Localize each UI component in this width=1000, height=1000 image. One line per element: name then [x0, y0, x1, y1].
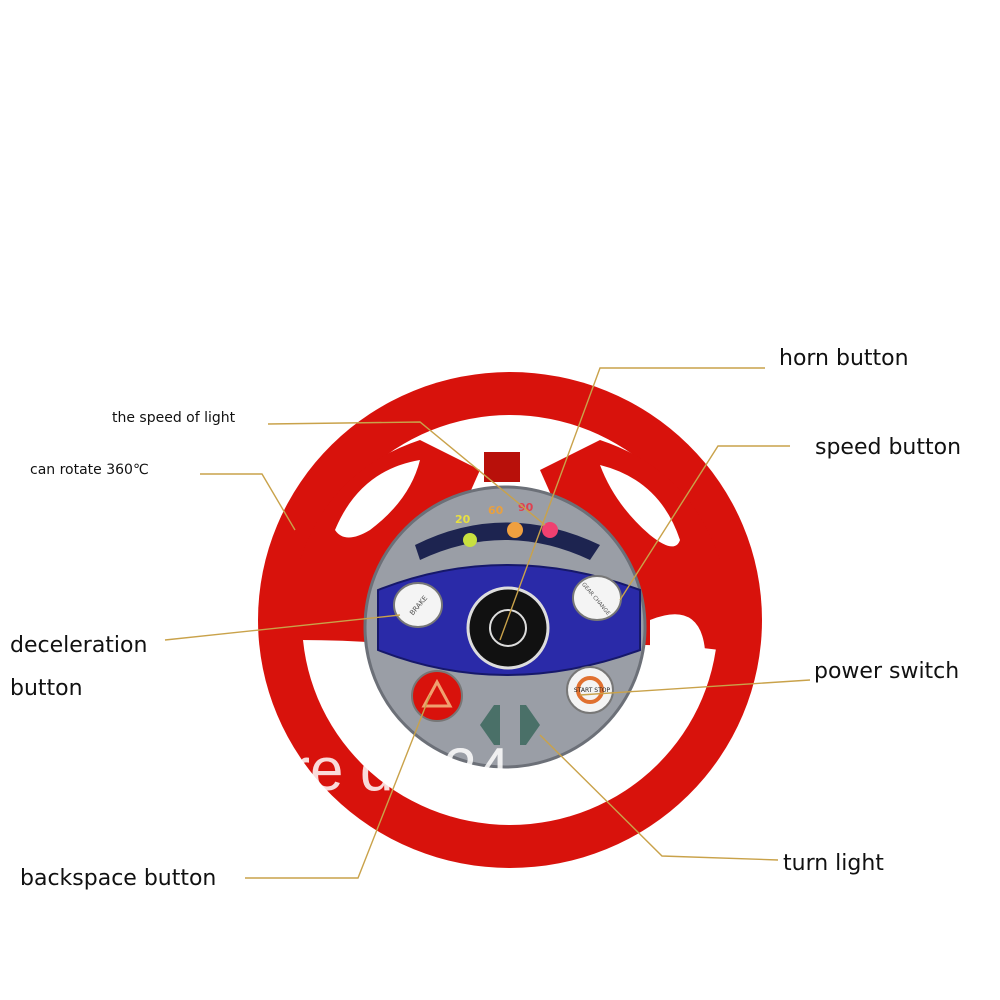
- label-rotate: can rotate 360℃: [30, 462, 149, 478]
- turn-right-button[interactable]: [520, 705, 540, 745]
- brake-button[interactable]: BRAKE: [393, 582, 443, 628]
- label-turn-light: turn light: [783, 851, 884, 876]
- speed-mark-90: 90: [518, 501, 534, 514]
- power-switch-label: START STOP: [574, 687, 611, 694]
- speed-mark-20: 20: [455, 513, 471, 526]
- speed-mark-60: 60: [488, 504, 504, 517]
- label-speed-button: speed button: [815, 435, 962, 460]
- label-backspace-button: backspace button: [20, 866, 217, 891]
- steering-wheel: [258, 372, 762, 868]
- label-power-switch: power switch: [814, 659, 960, 684]
- top-marker: [484, 452, 520, 482]
- label-speed-of-light: the speed of light: [112, 410, 236, 426]
- turn-left-button[interactable]: [480, 705, 500, 745]
- horn-button[interactable]: [466, 586, 550, 670]
- warning-triangle-icon: [421, 678, 453, 708]
- label-deceleration-2: button: [10, 676, 83, 701]
- label-horn-button: horn button: [779, 346, 909, 371]
- label-deceleration: deceleration: [10, 633, 148, 658]
- gear-change-button[interactable]: GEAR CHANGE: [572, 575, 622, 621]
- power-switch-button[interactable]: START STOP: [566, 666, 614, 714]
- leader-lines: [164, 367, 811, 879]
- hazard-button[interactable]: [411, 670, 463, 722]
